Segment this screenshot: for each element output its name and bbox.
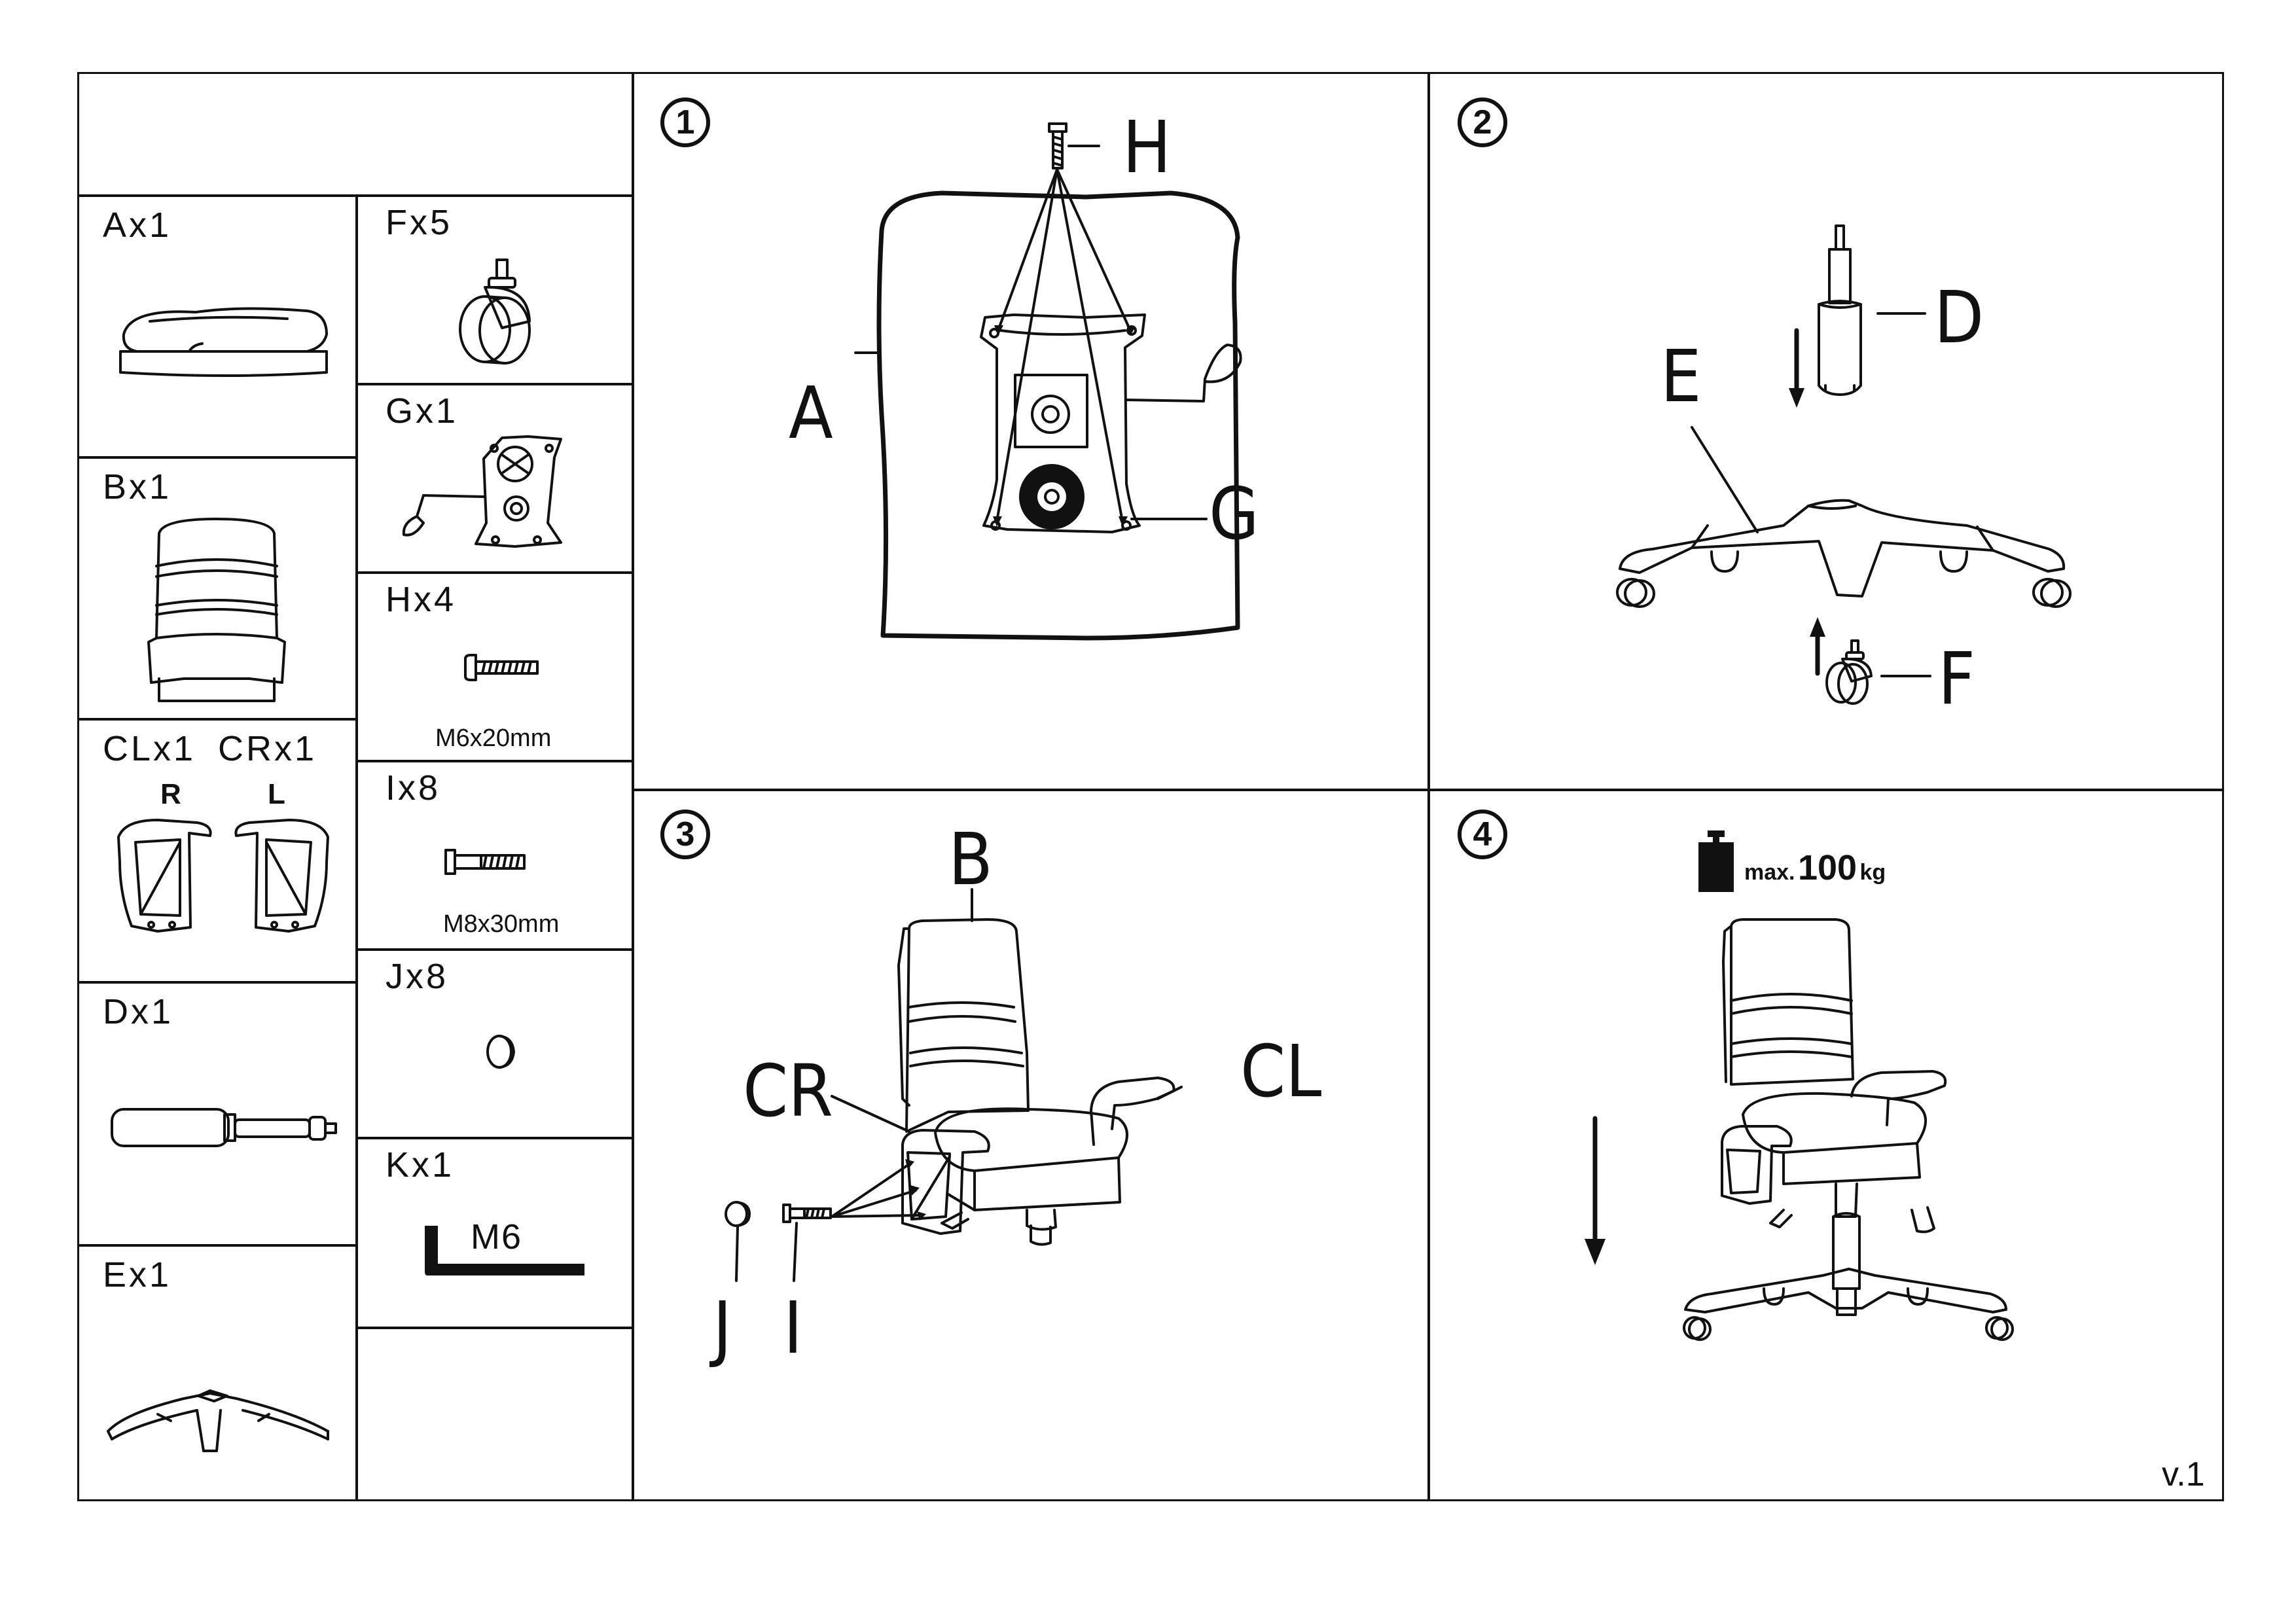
step-4-number: 4	[1458, 810, 1507, 859]
part-e-cell: Ex1	[77, 1245, 357, 1501]
version-label: v.1	[2162, 1455, 2205, 1493]
part-j-cell: Jx8	[356, 949, 634, 1139]
bolt-i-icon	[444, 849, 526, 875]
part-cl-label: CLx1	[103, 729, 196, 768]
step-3-number: 3	[660, 810, 710, 859]
part-b-label: Bx1	[103, 467, 172, 507]
star-base-icon	[107, 1389, 329, 1452]
bolt-h-icon	[464, 654, 539, 681]
part-a-label: Ax1	[103, 205, 172, 245]
part-a-cell: Ax1	[77, 195, 357, 458]
part-k-cell: Kx1 M6	[356, 1137, 634, 1329]
step-2-number: 2	[1458, 98, 1507, 147]
max-load-label: max. 100 kg	[1744, 847, 1886, 888]
step-3-callout-j: J	[713, 1286, 732, 1370]
step-2-callout-d: D	[1934, 276, 1984, 359]
part-j-label: Jx8	[386, 957, 449, 996]
part-e-label: Ex1	[103, 1255, 172, 1294]
step-1-panel: 1	[632, 72, 1429, 791]
caster-wheel-icon	[459, 259, 531, 365]
step-3-callout-i: I	[783, 1286, 803, 1370]
max-load-unit: kg	[1859, 860, 1886, 885]
part-f-cell: Fx5	[356, 195, 634, 385]
tilt-mechanism-icon	[402, 435, 562, 548]
step-2-panel: 2	[1428, 72, 2224, 791]
armrest-pair-icon	[117, 819, 329, 933]
gas-cylinder-icon	[111, 1108, 337, 1147]
part-cr-label: CRx1	[218, 729, 317, 768]
allen-key-icon	[425, 1226, 584, 1275]
part-c-cell: CLx1 CRx1 R L	[77, 719, 357, 983]
max-load-prefix: max.	[1744, 860, 1795, 885]
part-empty-cell	[356, 1327, 634, 1501]
step-3-callout-b: B	[948, 817, 993, 901]
backrest-icon	[147, 518, 286, 702]
step-1-number: 1	[660, 98, 710, 147]
part-g-label: Gx1	[386, 391, 459, 431]
step-2-callout-f: F	[1938, 637, 1975, 721]
weight-icon	[1698, 830, 1734, 892]
part-h-cell: Hx4 M6x20mm	[356, 572, 634, 762]
part-i-label: Ix8	[386, 768, 441, 808]
step-3-callout-cr: CR	[743, 1049, 833, 1133]
part-d-cell: Dx1	[77, 982, 357, 1246]
part-h-label: Hx4	[386, 580, 457, 619]
armrest-left-side-mark: L	[268, 778, 285, 810]
step-1-callout-g: G	[1209, 472, 1259, 556]
armrest-assembly-drawing	[725, 888, 1183, 1282]
part-h-size: M6x20mm	[435, 724, 552, 752]
step-3-callout-cl: CL	[1240, 1029, 1322, 1113]
part-k-label: Kx1	[386, 1145, 455, 1185]
seat-cushion-icon	[119, 307, 328, 377]
parts-header-blank	[77, 72, 634, 196]
step-4-panel: 4 max. 100 kg	[1428, 789, 2224, 1501]
assembled-chair-drawing	[1585, 918, 2014, 1341]
part-b-cell: Bx1	[77, 457, 357, 720]
part-k-size: M6	[471, 1217, 523, 1257]
part-f-label: Fx5	[386, 203, 453, 242]
part-g-cell: Gx1	[356, 383, 634, 573]
step-1-callout-a: A	[789, 371, 833, 455]
step-3-panel: 3	[632, 789, 1429, 1501]
max-load-value: 100	[1797, 848, 1857, 887]
part-i-size: M8x30mm	[443, 910, 560, 938]
cap-j-icon	[486, 1035, 515, 1069]
step-2-callout-e: E	[1660, 334, 1702, 418]
seat-underside-drawing	[854, 122, 1242, 641]
part-d-label: Dx1	[103, 992, 174, 1031]
base-assembly-drawing	[1616, 224, 2072, 705]
armrest-right-side-mark: R	[160, 778, 181, 810]
step-1-callout-h: H	[1122, 105, 1172, 189]
part-i-cell: Ix8 M8x30mm	[356, 760, 634, 950]
